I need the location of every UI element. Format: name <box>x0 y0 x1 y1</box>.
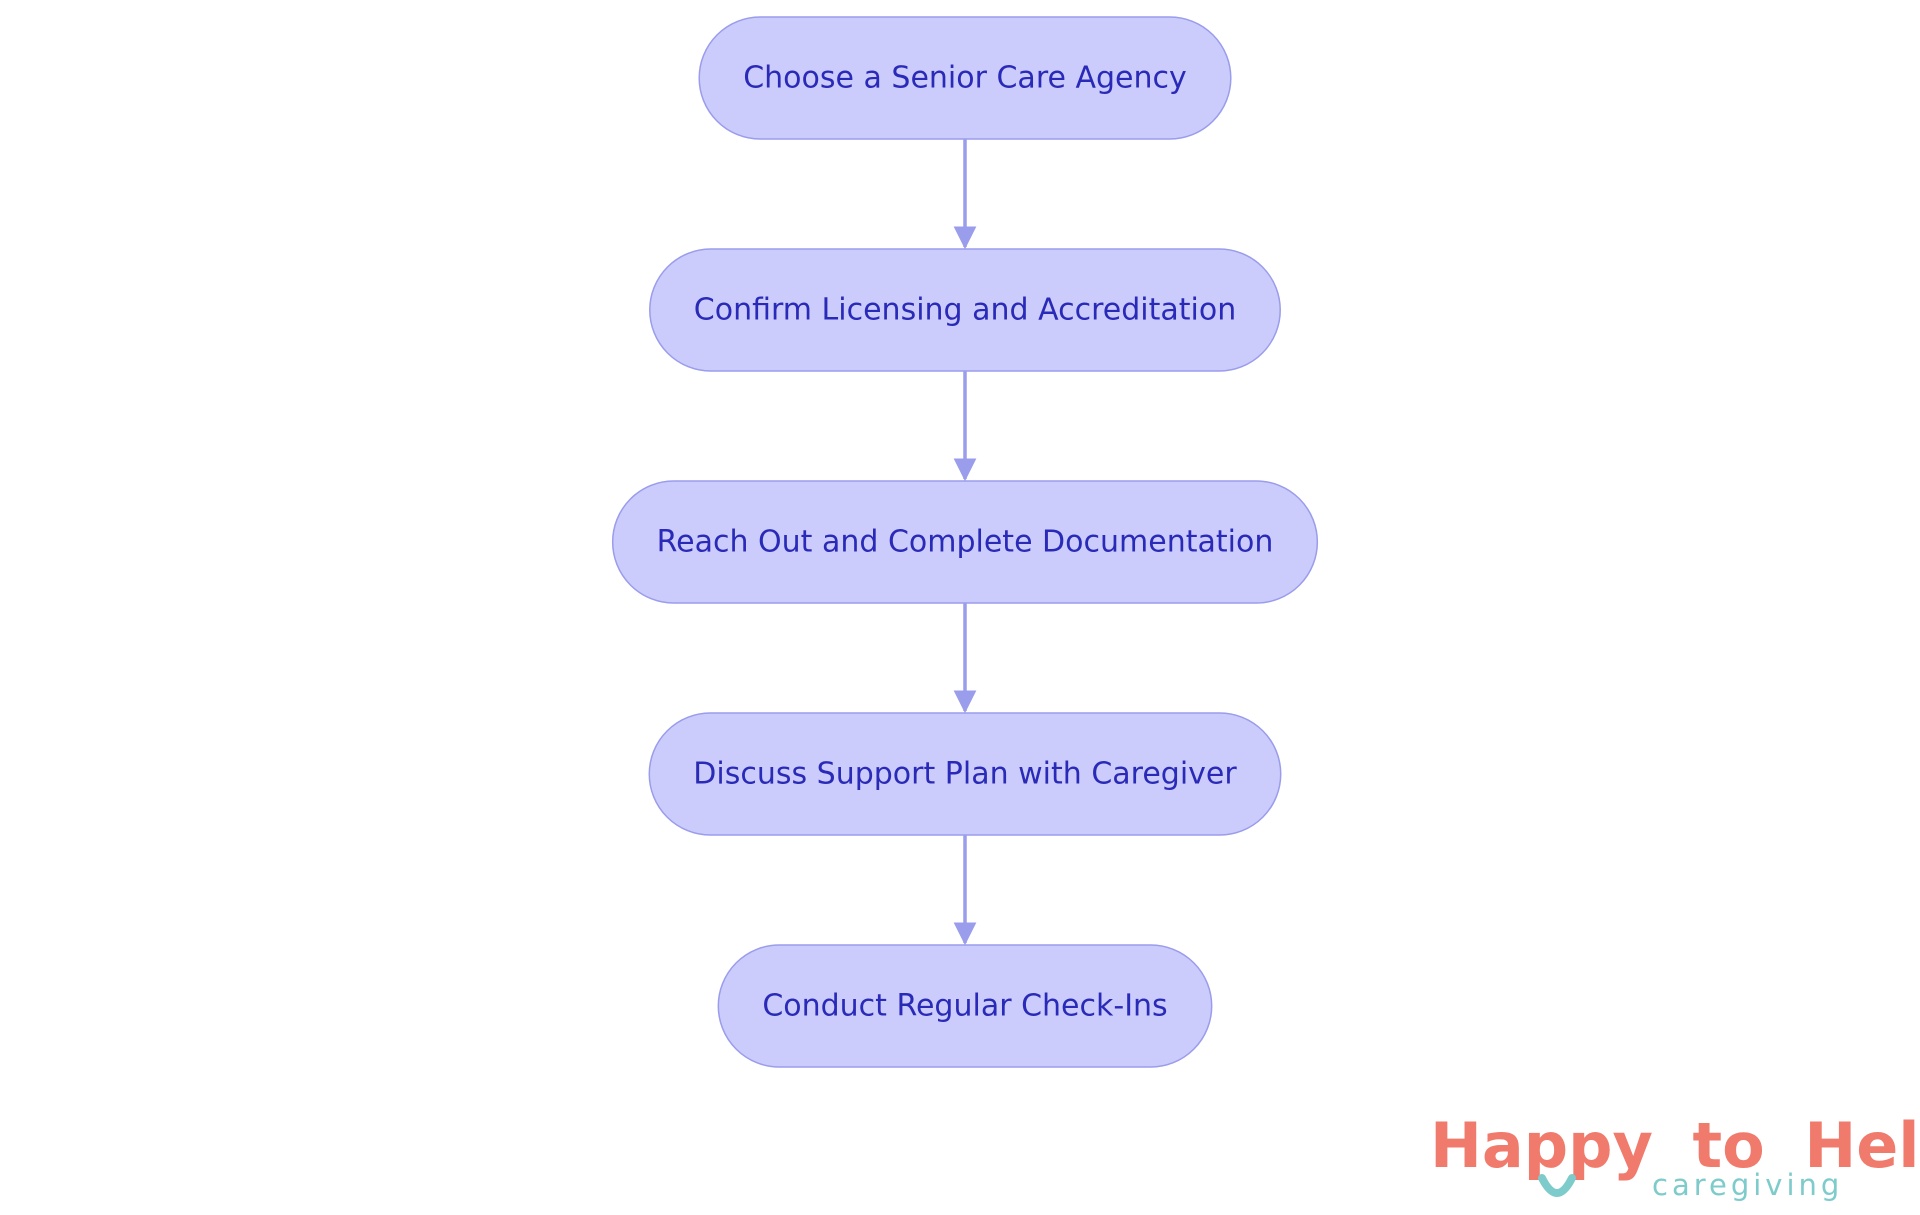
logo-word-to: to <box>1693 1109 1765 1182</box>
flow-node-reach-out: Reach Out and Complete Documentation <box>611 480 1319 604</box>
flow-node-label: Reach Out and Complete Documentation <box>657 525 1274 560</box>
logo-smile-icon <box>1538 1174 1576 1197</box>
logo-tagline: caregiving <box>1652 1168 1843 1202</box>
flow-node-choose-agency: Choose a Senior Care Agency <box>698 16 1232 140</box>
logo-word-happy: Happy <box>1430 1109 1653 1182</box>
happy-to-help-logo: Happy to Help caregiving <box>1430 1109 1920 1202</box>
flow-node-label: Confirm Licensing and Accreditation <box>694 293 1236 328</box>
flow-node-shape <box>717 944 1213 1068</box>
flow-node-shape <box>611 480 1319 604</box>
flow-node-check-ins: Conduct Regular Check-Ins <box>717 944 1213 1068</box>
flow-node-shape <box>648 712 1282 836</box>
flow-node-shape <box>698 16 1232 140</box>
flow-node-shape <box>649 248 1281 372</box>
logo-word-help: Help <box>1804 1109 1920 1182</box>
flow-node-label: Discuss Support Plan with Caregiver <box>693 757 1237 792</box>
logo-wordmark: Happy to Help <box>1430 1109 1920 1182</box>
flow-node-label: Choose a Senior Care Agency <box>743 61 1187 96</box>
flow-node-discuss-plan: Discuss Support Plan with Caregiver <box>648 712 1282 836</box>
flow-node-confirm-licensing: Confirm Licensing and Accreditation <box>649 248 1281 372</box>
flow-node-label: Conduct Regular Check-Ins <box>762 989 1167 1024</box>
